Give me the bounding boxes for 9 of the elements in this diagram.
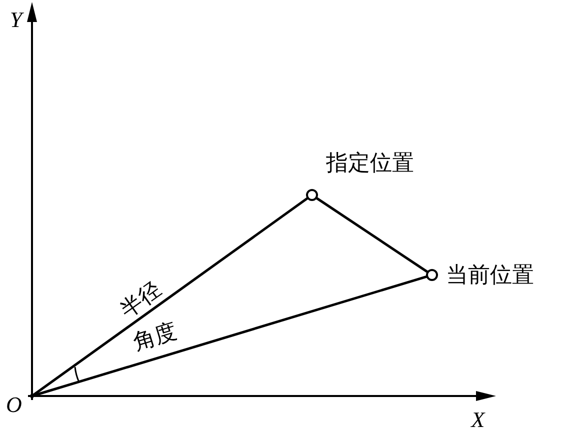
axis-label: X — [471, 409, 485, 431]
point-label: 当前位置 — [446, 264, 534, 286]
axis-label: O — [6, 394, 22, 416]
axis-label: Y — [10, 9, 22, 31]
edge-label: 半径 — [117, 278, 166, 322]
angle-label: 角度 — [130, 320, 180, 354]
origin-point — [30, 394, 34, 398]
point-label: 指定位置 — [326, 152, 414, 174]
connector-line — [315, 196, 429, 274]
